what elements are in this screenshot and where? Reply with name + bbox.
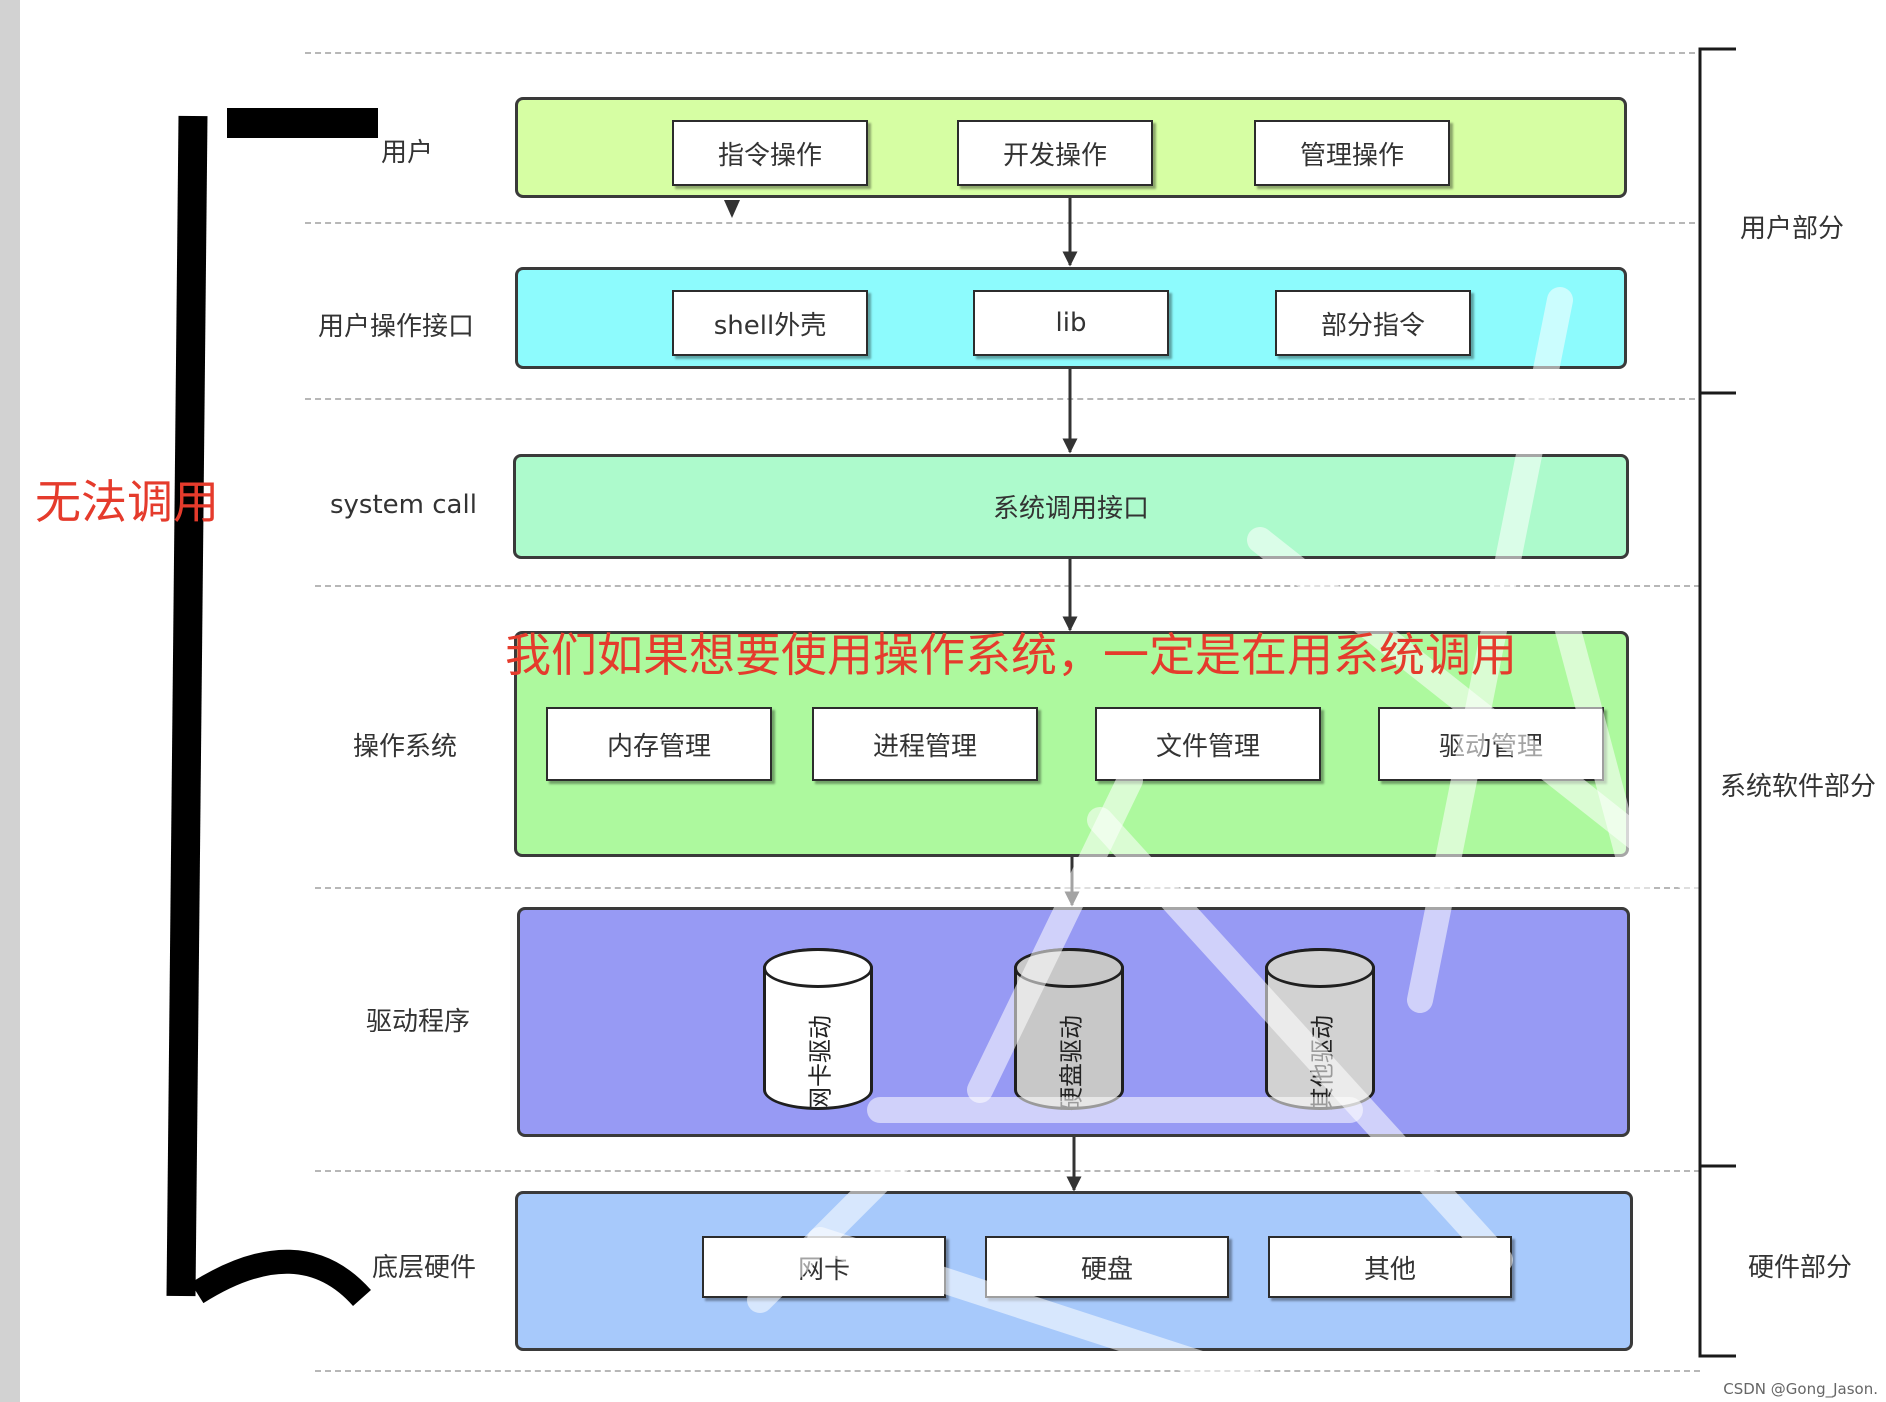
separator-line (305, 222, 1695, 224)
annotation-os-note: 我们如果想要使用操作系统，一定是在用系统调用 (505, 628, 1517, 682)
row-label-hardware: 底层硬件 (372, 1253, 477, 1283)
row-label-os: 操作系统 (353, 732, 458, 762)
driver-cylinder: 网卡驱动 (763, 948, 873, 1111)
cylinder-top (763, 948, 873, 988)
row-label-system-call: system call (330, 490, 477, 520)
os-box: 内存管理 (546, 707, 772, 781)
side-label-system-software-part: 系统软件部分 (1720, 772, 1877, 802)
right-bracket (1698, 47, 1736, 1358)
separator-line (315, 1170, 1700, 1172)
user-box: 指令操作 (672, 120, 868, 186)
row-label-driver: 驱动程序 (366, 1007, 471, 1037)
author-credit: CSDN @Gong_Jason. (1723, 1380, 1878, 1398)
small-arrowhead-icon (724, 200, 740, 218)
user-box: 管理操作 (1254, 120, 1450, 186)
annotation-cannot-call: 无法调用 (35, 475, 219, 529)
syscall-box-label: 系统调用接口 (992, 494, 1149, 524)
window-left-edge (0, 0, 20, 1402)
separator-line (315, 585, 1700, 587)
os-box: 进程管理 (812, 707, 1038, 781)
side-label-hardware-part: 硬件部分 (1748, 1253, 1853, 1283)
user-box: 开发操作 (957, 120, 1153, 186)
separator-line (305, 52, 1695, 54)
row-label-user-interface: 用户操作接口 (318, 312, 475, 342)
side-label-user-part: 用户部分 (1740, 214, 1845, 244)
row-label-user: 用户 (381, 138, 434, 168)
ui-box: shell外壳 (672, 290, 868, 356)
ui-box: lib (973, 290, 1169, 356)
separator-line (305, 398, 1695, 400)
